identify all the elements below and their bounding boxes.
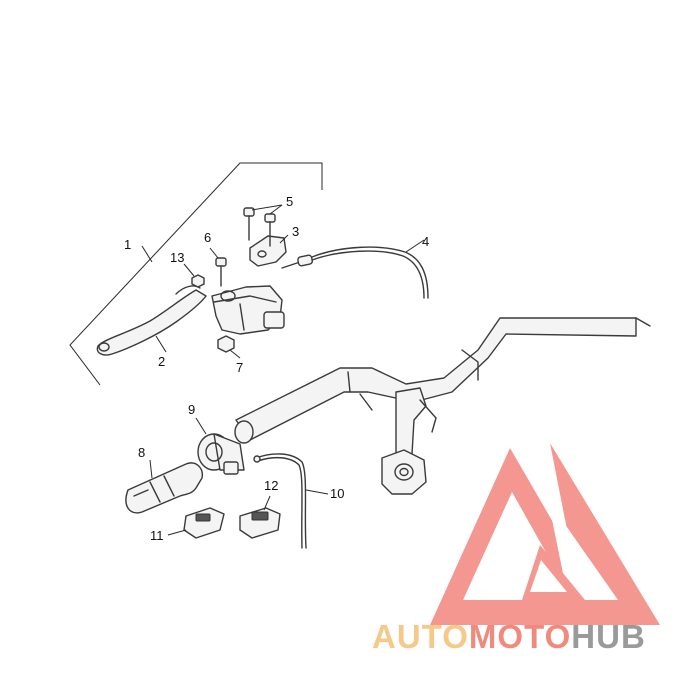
- callout-11: 11: [150, 528, 164, 543]
- logo-word-auto: AUTO: [372, 618, 469, 655]
- watermark-wordmark: AUTOMOTOHUB: [372, 618, 646, 655]
- watermark-emblem: [430, 443, 660, 625]
- handle-grip: [125, 462, 203, 514]
- left-switch: [183, 507, 225, 539]
- callout-3: 3: [292, 224, 299, 239]
- callout-1: 1: [124, 237, 131, 252]
- callouts: 1 2 3 4 5 6 7 8 9 10 11 12 13: [124, 194, 429, 543]
- leader-lines: [141, 204, 425, 536]
- callout-6: 6: [204, 230, 211, 245]
- callout-9: 9: [188, 402, 195, 417]
- group-bracket: [69, 162, 323, 386]
- clamp: [249, 235, 287, 267]
- lever-holder: [211, 285, 285, 335]
- callout-12: 12: [264, 478, 278, 493]
- callout-13: 13: [170, 250, 184, 265]
- callout-2: 2: [158, 354, 165, 369]
- callout-10: 10: [330, 486, 344, 501]
- clutch-cable: [281, 246, 429, 299]
- bolts: [215, 207, 276, 287]
- logo-word-hub: HUB: [571, 618, 646, 655]
- throttle-grip: [197, 433, 245, 475]
- handlebar-mount: [381, 387, 437, 495]
- brake-lever: [96, 285, 207, 356]
- right-switch: [239, 507, 281, 539]
- handlebar: [234, 317, 651, 444]
- svg-text:AUTOMOTOHUB: AUTOMOTOHUB: [372, 618, 646, 655]
- logo-word-moto: MOTO: [469, 618, 571, 655]
- callout-4: 4: [422, 234, 429, 249]
- nut: [217, 335, 235, 353]
- callout-7: 7: [236, 360, 243, 375]
- callout-5: 5: [286, 194, 293, 209]
- callout-8: 8: [138, 445, 145, 460]
- throttle-cable: [253, 453, 307, 549]
- small-nut: [191, 274, 205, 288]
